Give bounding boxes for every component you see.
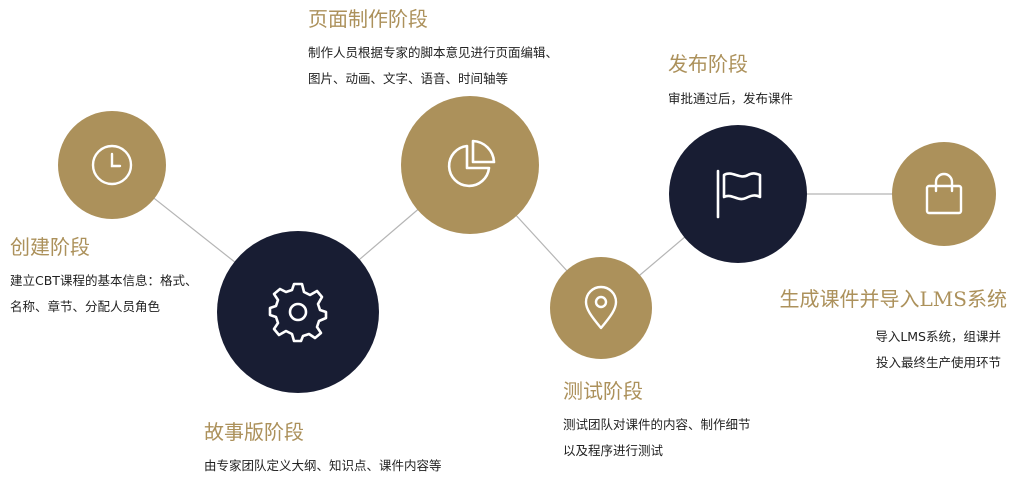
shopping-bag-icon [924,172,964,216]
location-pin-icon [581,285,621,331]
pie-chart-icon [443,138,497,192]
stage-create-description-line: 名称、章节、分配人员角色 [10,299,161,314]
stage-page-description-line: 图片、动画、文字、语音、时间轴等 [308,71,509,86]
stage-page-description-line: 制作人员根据专家的脚本意见进行页面编辑、 [308,45,559,60]
stage-page-description: 制作人员根据专家的脚本意见进行页面编辑、 图片、动画、文字、语音、时间轴等 [308,40,558,92]
stage-test-description-line: 以及程序进行测试 [563,443,664,458]
stage-lms-description: 导入LMS系统，组课并 投入最终生产使用环节 [875,324,1001,376]
stage-publish-circle [669,125,807,263]
stage-story-description-line: 由专家团队定义大纲、知识点、课件内容等 [204,458,442,473]
stage-lms-title: 生成课件并导入LMS系统 [779,287,1007,311]
stage-lms-description-line: 投入最终生产使用环节 [875,355,1001,370]
stage-story-description: 由专家团队定义大纲、知识点、课件内容等 [204,453,442,479]
stage-create-title: 创建阶段 [10,235,90,259]
stage-page-title: 页面制作阶段 [308,7,428,31]
gear-icon [267,281,329,343]
stage-create-description-line: 建立CBT课程的基本信息：格式、 [10,273,198,288]
stage-test-circle [550,257,652,359]
stage-page-circle [401,96,539,234]
stage-test-title: 测试阶段 [563,379,643,403]
stage-test-description: 测试团队对课件的内容、制作细节 以及程序进行测试 [563,412,751,464]
stage-create-description: 建立CBT课程的基本信息：格式、 名称、章节、分配人员角色 [10,268,197,320]
stage-publish-description-line: 审批通过后，发布课件 [668,91,794,106]
stage-create-circle [58,111,166,219]
flag-icon [710,167,766,221]
stage-lms-circle [892,142,996,246]
clock-icon [90,143,134,187]
stage-story-circle [217,231,379,393]
stage-publish-title: 发布阶段 [668,52,748,76]
stage-story-title: 故事版阶段 [204,420,304,444]
stage-test-description-line: 测试团队对课件的内容、制作细节 [563,417,751,432]
stage-publish-description: 审批通过后，发布课件 [668,86,793,112]
stage-lms-description-line: 导入LMS系统，组课并 [875,329,1001,344]
